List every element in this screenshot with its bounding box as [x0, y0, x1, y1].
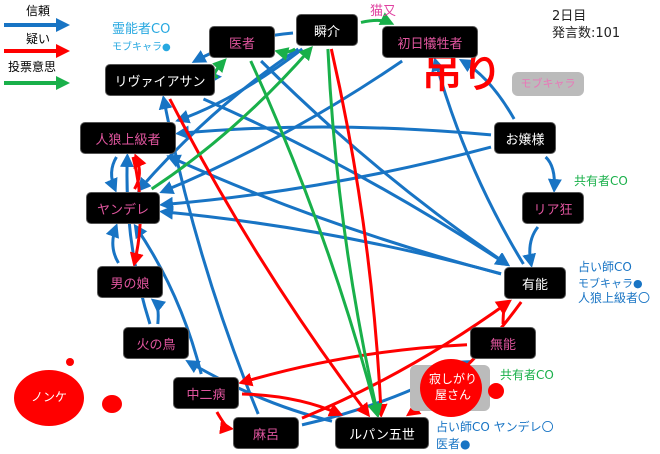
- edge-vote-shunsuke-to-isha: [274, 47, 296, 61]
- edge-trust-isha-to-yuno: [260, 59, 511, 267]
- edge-vote-shunsuke-to-lupin: [326, 48, 383, 418]
- edge-trust-ojousama-to-riakyo: [544, 155, 562, 193]
- blood-splat-icon: [14, 370, 84, 426]
- node-chuni[interactable]: 中二病: [173, 377, 239, 409]
- legend-doubt-label: 疑い: [26, 32, 51, 46]
- hanged-target: モブキャラ: [512, 72, 584, 96]
- legend-vote-label: 投票意思: [8, 60, 57, 74]
- edge-doubt-leviathan-to-lupin: [168, 98, 371, 418]
- node-isha[interactable]: 医者: [209, 26, 275, 58]
- node-ojousama[interactable]: お嬢様: [494, 122, 556, 154]
- blood-drop-icon: [488, 383, 504, 399]
- node-hinotori[interactable]: 火の鳥: [123, 327, 189, 359]
- medium-result-note: モブキャラ●: [112, 42, 171, 53]
- edge-trust-shunsuke-to-yandere: [137, 47, 300, 193]
- edge-trust-otokonoko-to-yandere: [105, 223, 120, 264]
- node-lupin[interactable]: ルパン五世: [335, 417, 429, 449]
- day-label: 2日目: [552, 9, 587, 24]
- edge-doubt-maro-to-yuno: [301, 299, 512, 420]
- edge-trust-yuno-to-yandere: [159, 205, 502, 276]
- edge-trust-ojousama-to-yandere: [159, 145, 492, 211]
- node-leviathan[interactable]: リヴァイアサン: [105, 64, 215, 96]
- seer-result-1: モブキャラ●: [578, 277, 643, 290]
- seer-co-note: 占い師CO: [578, 260, 632, 274]
- sabishigari-label-1: 寂しがり: [428, 372, 477, 386]
- node-riakyo[interactable]: リア狂: [522, 192, 584, 224]
- node-yuno[interactable]: 有能: [504, 267, 566, 299]
- node-shonichi[interactable]: 初日犠牲者: [382, 26, 478, 58]
- node-otokonoko[interactable]: 男の娘: [97, 266, 163, 298]
- edge-doubt-chuni-to-maro: [215, 411, 234, 435]
- blood-splat-icon: [420, 359, 482, 417]
- edge-vote-shunsuke-to-shonichi: [360, 12, 395, 25]
- edge-trust-hinotori-to-otokonoko: [150, 298, 167, 325]
- medium-co-note: 霊能者CO: [112, 22, 171, 37]
- edge-trust-yuno-to-shonichi: [431, 57, 525, 265]
- edge-trust-chuni-to-yandere: [133, 223, 203, 375]
- post-count: 発言数:101: [552, 26, 621, 41]
- node-shunsuke[interactable]: 瞬介: [296, 14, 358, 46]
- edge-doubt-chuni-to-lupin: [241, 392, 344, 417]
- mason-co-note-2: 共有者CO: [500, 368, 554, 382]
- edge-doubt-shunsuke-to-lupin: [329, 48, 388, 418]
- node-yandere[interactable]: ヤンデレ: [86, 192, 160, 224]
- edge-trust-lupin-to-hinotori: [185, 359, 333, 423]
- seer-result-2: 人狼上級者〇: [578, 291, 651, 305]
- mason-co-note: 共有者CO: [574, 174, 628, 188]
- edge-trust-ojousama-to-shonichi: [458, 58, 516, 120]
- edge-vote-leviathan-to-isha: [212, 58, 227, 79]
- edge-trust-yuno-to-jinro: [166, 154, 502, 276]
- node-jinro[interactable]: 人狼上級者: [80, 122, 176, 154]
- edge-vote-yandere-to-shunsuke: [150, 45, 313, 191]
- game-info: 2日目 発言数:101: [552, 8, 620, 42]
- nonke-victim: ノンケ: [14, 358, 122, 426]
- nonke-label: ノンケ: [30, 390, 67, 404]
- edge-doubt-muno-to-chuni: [238, 343, 468, 387]
- node-muno[interactable]: 無能: [470, 327, 536, 359]
- legend-arrows: [4, 18, 70, 90]
- edge-trust-ojousama-to-jinro: [175, 125, 492, 140]
- nekomata-note: 猫又: [370, 4, 397, 19]
- edge-vote-isha-to-lupin: [249, 60, 382, 418]
- edge-trust-riakyo-to-yuno: [522, 226, 540, 268]
- sabishigari-victim: 寂しがり 屋さん: [410, 359, 504, 417]
- seer-2-result: 医者●: [436, 437, 471, 451]
- node-maro[interactable]: 麻呂: [233, 417, 299, 449]
- legend-trust-label: 信頼: [26, 4, 51, 18]
- blood-drop-icon: [66, 358, 74, 366]
- blood-drop-icon: [102, 395, 122, 413]
- edge-trust-jinro-to-yandere: [104, 156, 118, 193]
- hanged-label: 吊り: [422, 51, 502, 97]
- sabishigari-label-2: 屋さん: [434, 388, 471, 402]
- seer-co-note-2: 占い師CO ヤンデレ〇: [436, 420, 554, 434]
- edge-trust-hinotori-to-jinro: [119, 153, 152, 325]
- edge-doubt-yandere-to-jinro: [133, 153, 147, 190]
